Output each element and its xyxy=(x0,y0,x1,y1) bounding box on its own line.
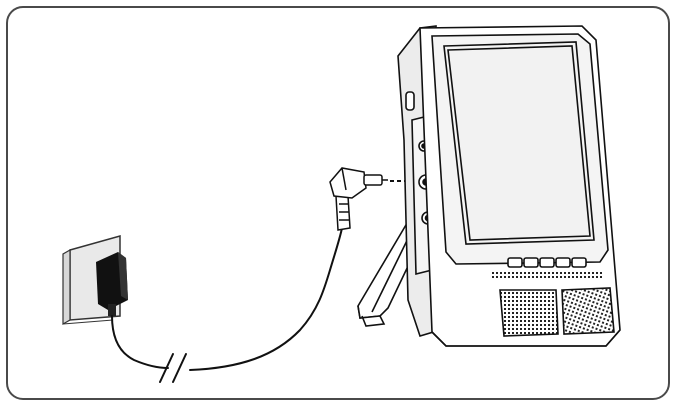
control-buttons xyxy=(507,257,587,268)
power-cable xyxy=(111,227,343,371)
power-adapter-icon xyxy=(96,252,128,316)
speaker-left xyxy=(499,289,559,337)
portable-dvd-player-icon xyxy=(397,25,621,347)
cable-break-icon xyxy=(159,353,187,383)
screen xyxy=(447,45,591,241)
speaker-right xyxy=(561,287,615,335)
dc-plug-icon xyxy=(329,167,388,231)
